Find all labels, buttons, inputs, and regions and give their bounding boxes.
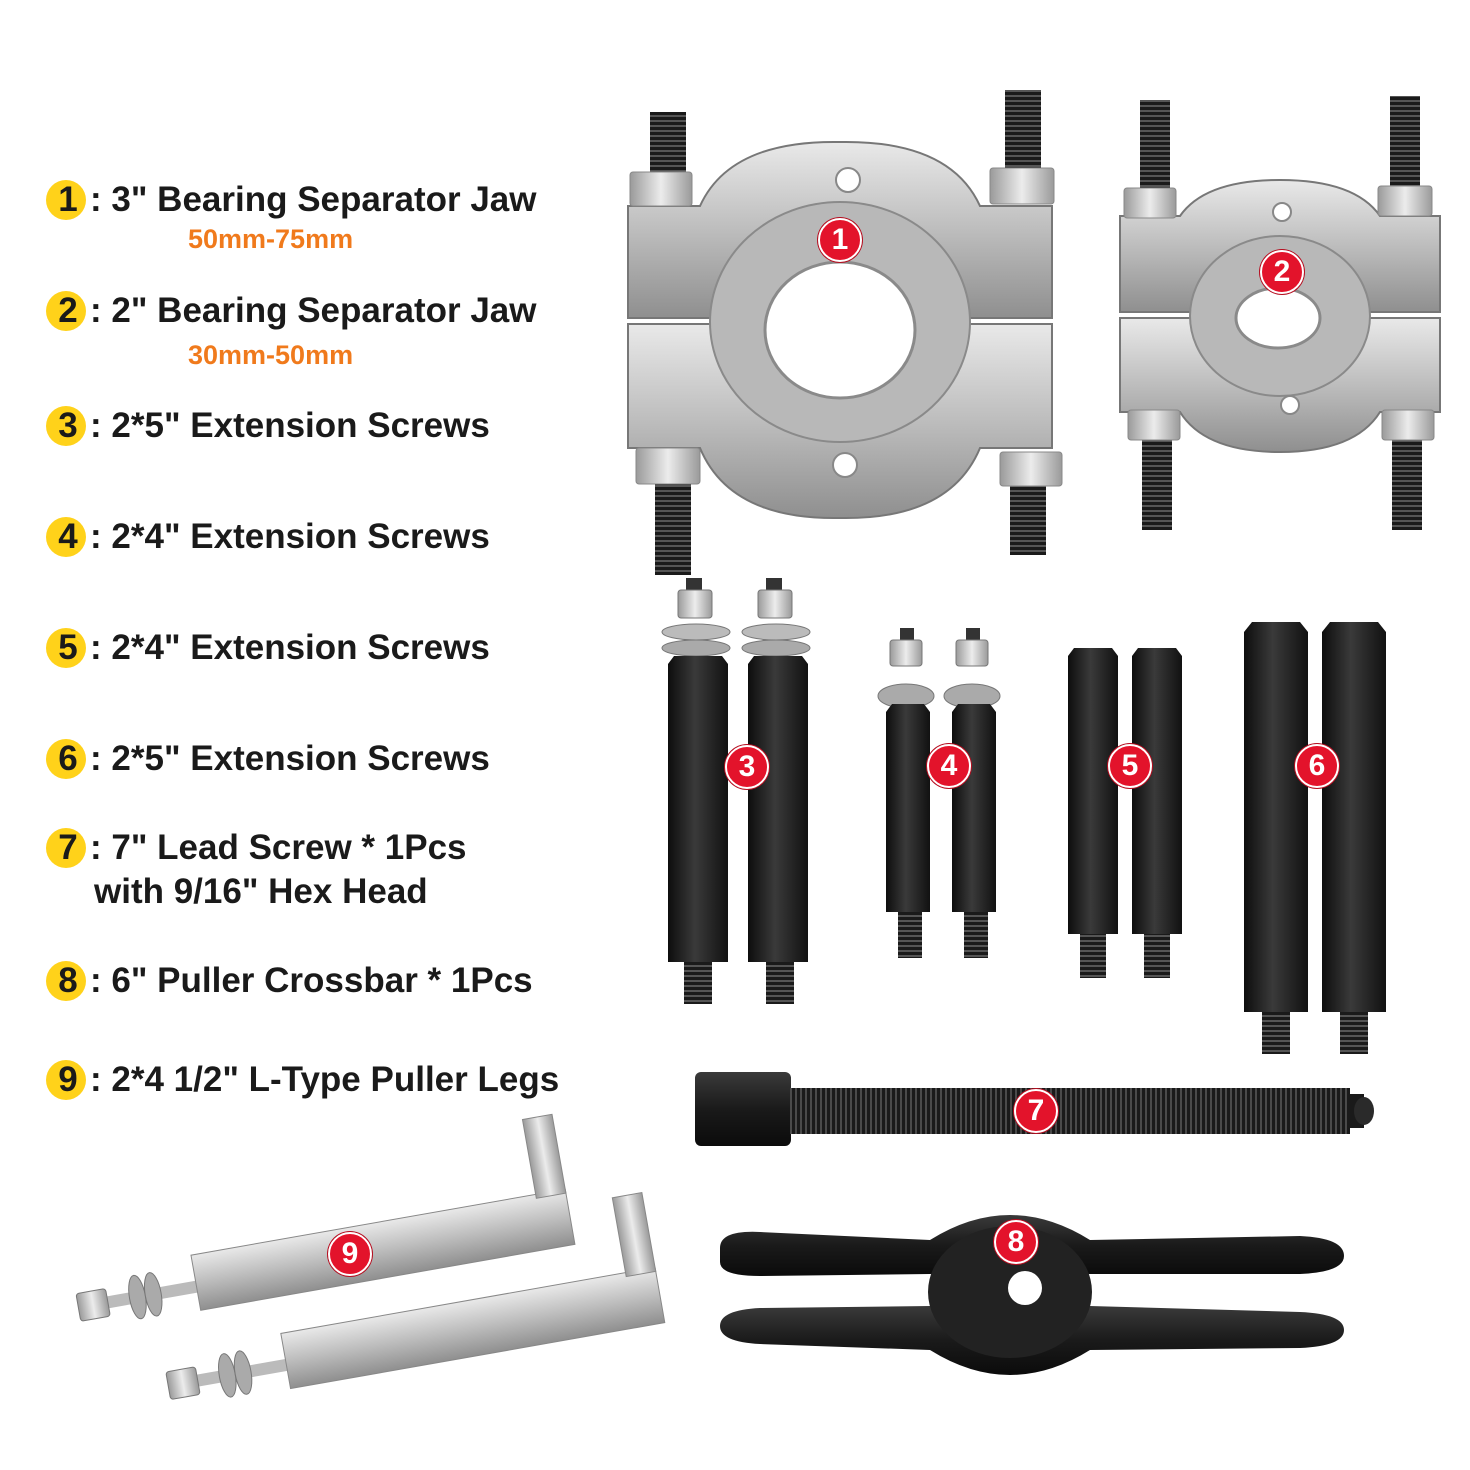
legend-text-7-line2: with 9/16" Hex Head [94,872,428,911]
jaw-2-illustration [1119,96,1441,530]
legend-text-1: 3" Bearing Separator Jaw [111,180,537,219]
screws-3-illustration [661,578,811,1004]
part-marker-8: 8 [994,1220,1038,1264]
legend-text-9: 2*4 1/2" L-Type Puller Legs [111,1060,560,1099]
jaw-1-illustration [627,90,1063,575]
legend-item-3: 3: 2*5" Extension Screws [46,404,490,448]
legend-item-8: 8: 6" Puller Crossbar * 1Pcs [46,959,533,1003]
screws-6-illustration [1244,622,1386,1054]
badge-9: 9 [46,1058,90,1102]
legend-text-3: 2*5" Extension Screws [111,406,490,445]
legend-text-2: 2" Bearing Separator Jaw [111,291,537,330]
badge-6: 6 [46,737,90,781]
legend-range-1: 50mm-75mm [188,224,354,254]
badge-5: 5 [46,626,90,670]
part-marker-6: 6 [1295,744,1339,788]
legend-item-9: 9: 2*4 1/2" L-Type Puller Legs [46,1058,559,1102]
screws-5-illustration [1068,648,1182,978]
screws-4-illustration [877,628,1001,958]
legend-item-2: 2: 2" Bearing Separator Jaw [46,289,536,333]
badge-2: 2 [46,289,90,333]
badge-1: 1 [46,178,90,222]
badge-4: 4 [46,515,90,559]
part-marker-2: 2 [1260,250,1304,294]
part-marker-7: 7 [1014,1089,1058,1133]
legend-item-1: 1: 3" Bearing Separator Jaw [46,178,536,222]
legend-text-5: 2*4" Extension Screws [111,628,490,667]
legend-text-6: 2*5" Extension Screws [111,739,490,778]
part-marker-3: 3 [725,745,769,789]
badge-7: 7 [46,826,90,870]
lead-screw-7-illustration [695,1072,1374,1146]
badge-3: 3 [46,404,90,448]
badge-8: 8 [46,959,90,1003]
legend-text-7: 7" Lead Screw * 1Pcs [111,828,467,867]
legend-text-4: 2*4" Extension Screws [111,517,490,556]
part-marker-4: 4 [927,744,971,788]
legend-item-5: 5: 2*4" Extension Screws [46,626,490,670]
part-marker-5: 5 [1108,744,1152,788]
legend-item-7: 7: 7" Lead Screw * 1Pcs [46,826,467,870]
part-marker-1: 1 [818,218,862,262]
legend-item-6: 6: 2*5" Extension Screws [46,737,490,781]
legend-item-4: 4: 2*4" Extension Screws [46,515,490,559]
part-marker-9: 9 [328,1232,372,1276]
legend-text-8: 6" Puller Crossbar * 1Pcs [111,961,533,1000]
legs-9-illustration [75,1113,666,1400]
legend-range-2: 30mm-50mm [188,340,354,370]
